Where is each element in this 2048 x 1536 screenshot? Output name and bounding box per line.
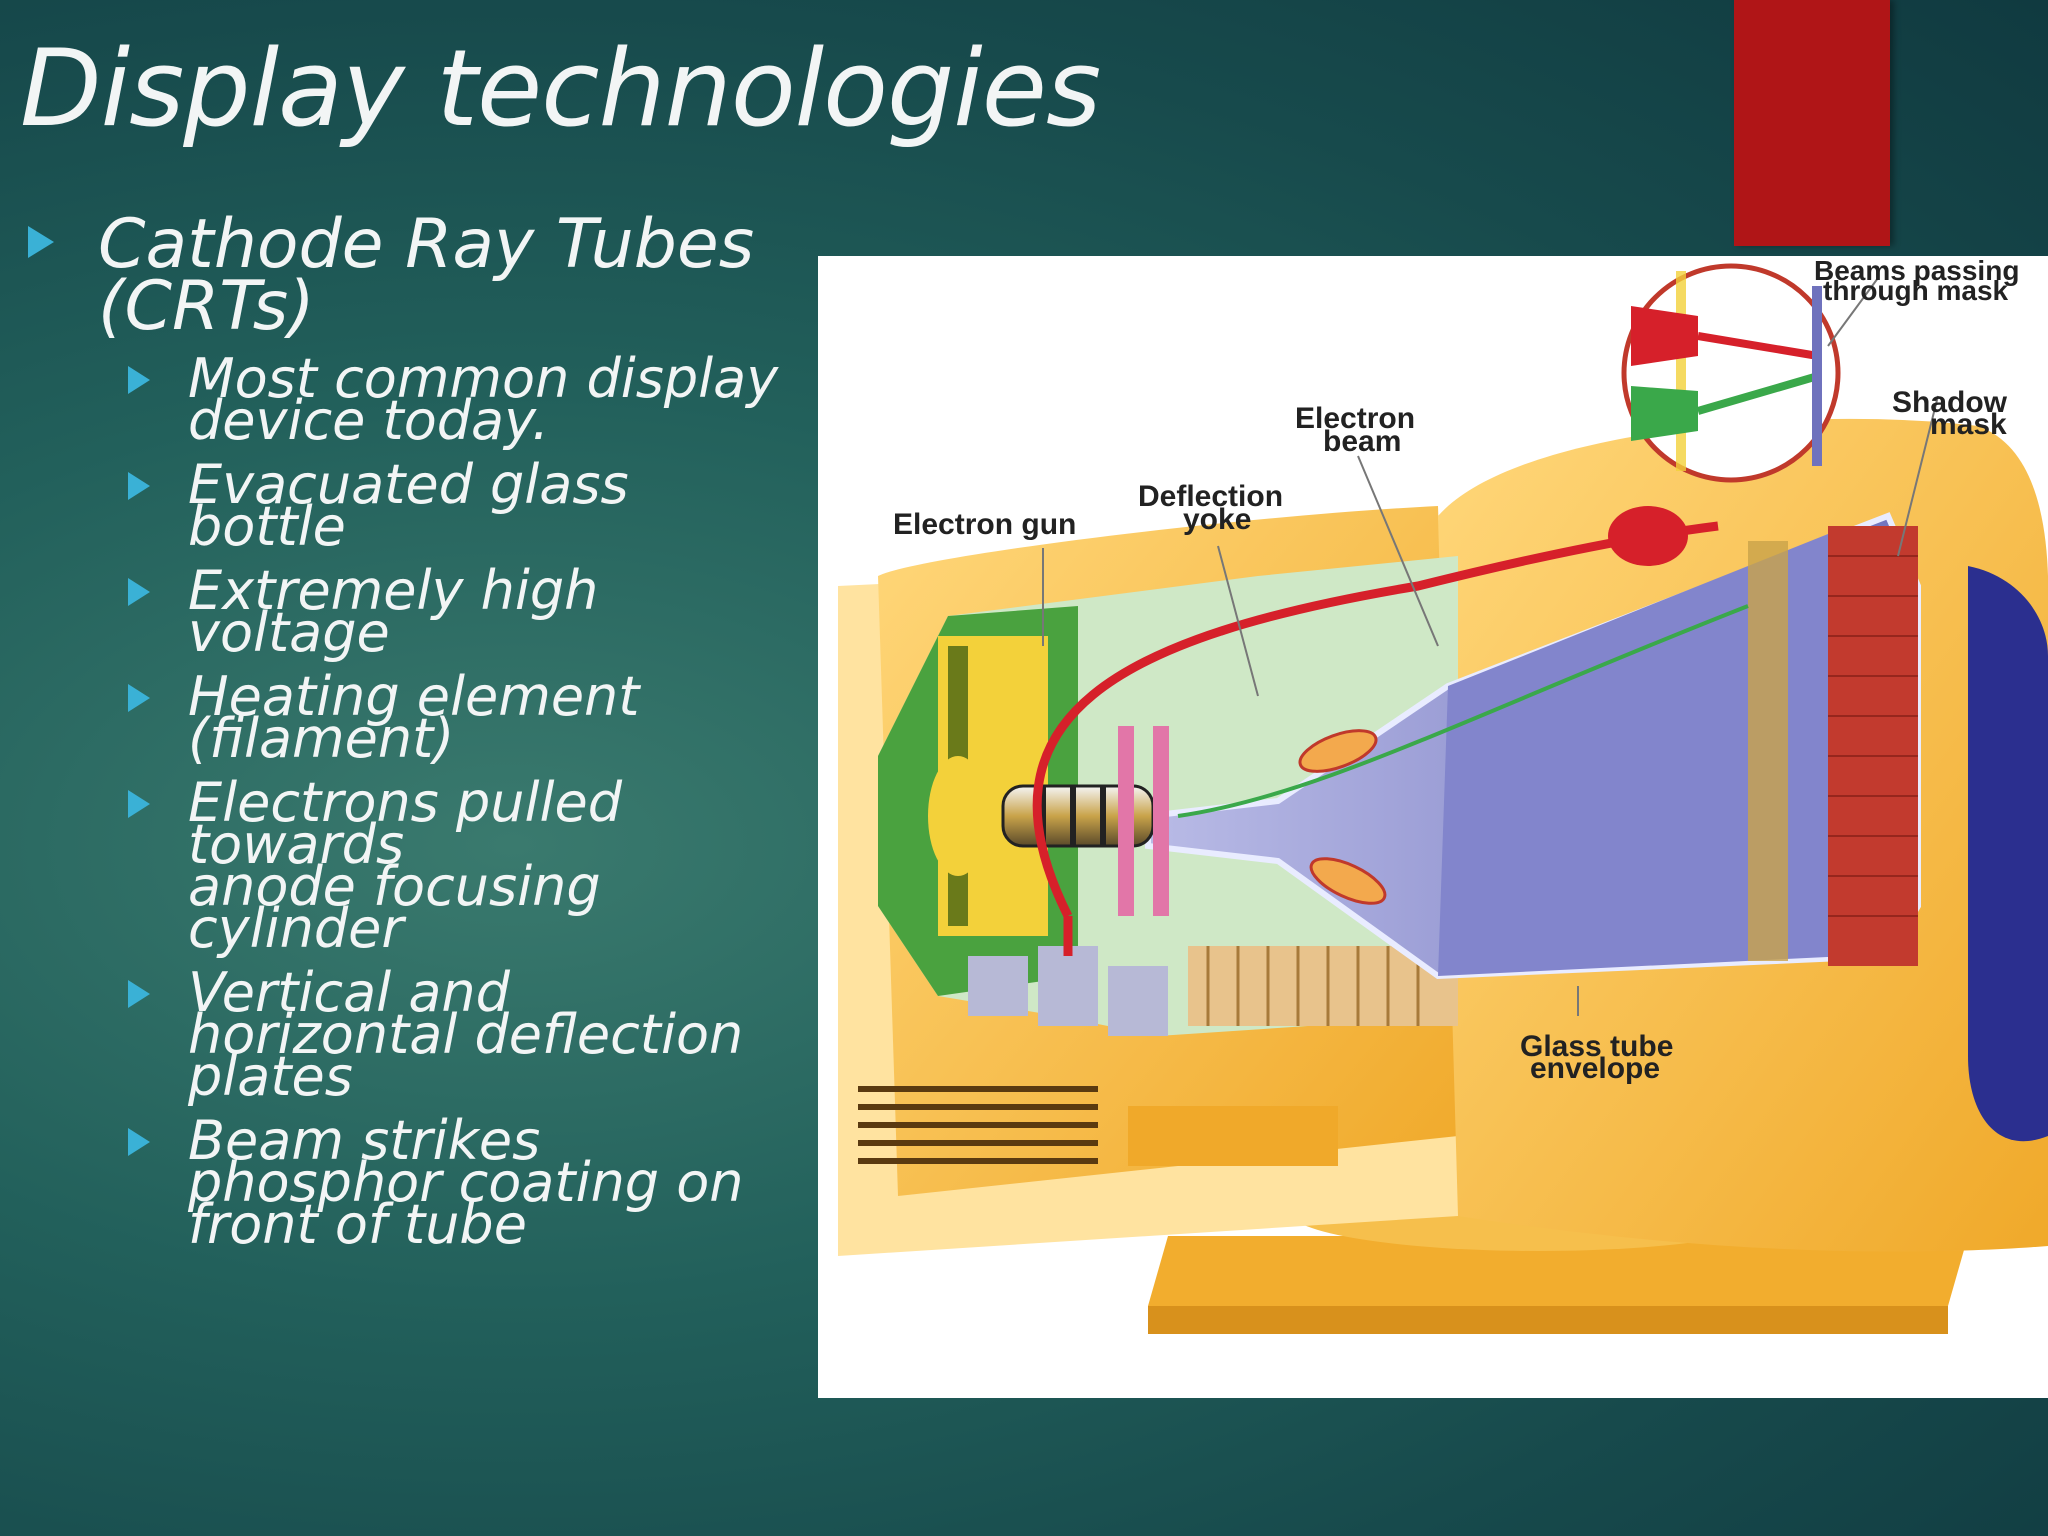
bullet-arrow-icon	[128, 684, 150, 712]
label-deflection-yoke-line1: Deflection	[1138, 480, 1283, 513]
sub-bullet-text: Heating element (filament)	[188, 665, 640, 770]
bullet-arrow-icon	[128, 578, 150, 606]
bullet-arrow-icon	[128, 790, 150, 818]
label-shadow-mask-line1: Shadow	[1892, 386, 2008, 419]
red-accent-block	[1734, 0, 1890, 246]
bullet-list: Cathode Ray Tubes (CRTs) Most common dis…	[20, 205, 820, 1268]
sub-bullet-text: Evacuated glass bottle	[188, 453, 629, 558]
sub-bullet: Electrons pulled towards anode focusing …	[20, 771, 820, 960]
leader-lines	[1042, 277, 1939, 1016]
deflection-plate	[1153, 726, 1169, 916]
sub-bullet: Extremely high voltage	[20, 559, 820, 664]
shadow-mask	[1828, 526, 1918, 966]
sub-bullet: Vertical and horizontal deflection plate…	[20, 961, 820, 1108]
label-glass-tube-line2: envelope	[1530, 1052, 1660, 1085]
bullet-arrow-icon	[128, 980, 150, 1008]
sub-bullet: Heating element (filament)	[20, 665, 820, 770]
label-shadow-mask-line2: mask	[1930, 408, 2007, 441]
sub-bullet-text: Most common display device today.	[188, 347, 779, 452]
magnifier-inset	[1621, 263, 1841, 483]
slide-title: Display technologies	[20, 27, 1101, 150]
bullet-main: Cathode Ray Tubes (CRTs)	[20, 205, 820, 346]
sub-bullet-text: Electrons pulled towards anode focusing …	[188, 771, 622, 960]
label-beams-mask-line1: Beams passing	[1814, 256, 2019, 286]
bullet-arrow-icon	[128, 366, 150, 394]
sub-bullet: Most common display device today.	[20, 347, 820, 452]
bullet-arrow-icon	[28, 226, 54, 258]
label-deflection-yoke-line2: yoke	[1183, 503, 1251, 536]
sub-bullet: Beam strikes phosphor coating on front o…	[20, 1109, 820, 1256]
sub-bullet-text: Extremely high voltage	[188, 559, 599, 664]
bullet-main-text: Cathode Ray Tubes (CRTs)	[98, 205, 755, 346]
bullet-arrow-icon	[128, 1128, 150, 1156]
label-beams-mask-line2: through mask	[1823, 275, 2009, 306]
label-electron-beam-line2: beam	[1323, 425, 1401, 458]
label-glass-tube-line1: Glass tube	[1520, 1030, 1673, 1063]
diagram-labels: Electron gun Deflection yoke Electron be…	[893, 256, 2019, 1085]
sub-bullet: Evacuated glass bottle	[20, 453, 820, 558]
crt-diagram-svg: Electron gun Deflection yoke Electron be…	[838, 256, 2048, 1334]
label-electron-beam-line1: Electron	[1295, 402, 1415, 435]
crt-diagram: Electron gun Deflection yoke Electron be…	[818, 256, 2048, 1398]
deflection-plate	[1118, 726, 1134, 916]
electron-beams	[1032, 506, 1749, 956]
bullet-arrow-icon	[128, 472, 150, 500]
sub-bullet-text: Beam strikes phosphor coating on front o…	[188, 1109, 744, 1256]
sub-bullet-text: Vertical and horizontal deflection plate…	[188, 961, 744, 1108]
label-electron-gun: Electron gun	[893, 508, 1076, 541]
